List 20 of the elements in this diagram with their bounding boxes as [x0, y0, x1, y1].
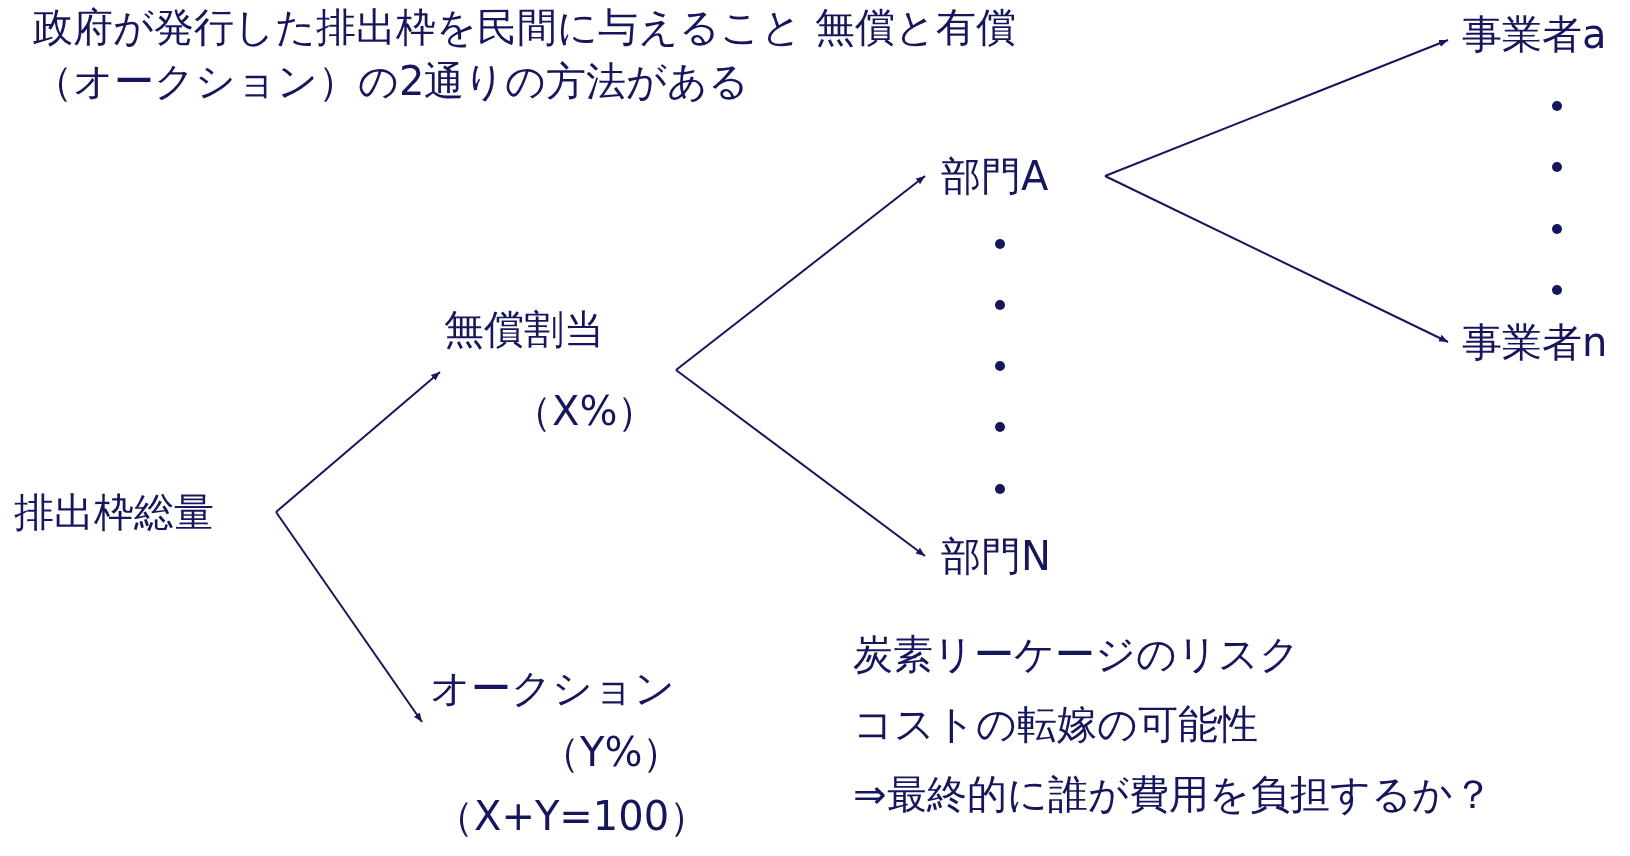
arrow — [1104, 175, 1449, 343]
arrow — [1104, 39, 1449, 177]
node-label: 事業者n — [1462, 318, 1608, 367]
note-text: ⇒最終的に誰が費用を負担するか？ — [853, 770, 1493, 819]
node-label: 部門A — [941, 152, 1049, 201]
note-text: コストの転嫁の可能性 — [853, 700, 1259, 749]
node-label: 事業者a — [1462, 10, 1607, 59]
node-label: （Y%） — [540, 728, 683, 777]
node-label: 部門N — [941, 532, 1051, 581]
title: 政府が発行した排出枠を民間に与えること 無償と有償（オークション）の2通りの方法がある — [33, 3, 1017, 106]
arrow — [675, 369, 926, 557]
node-label: （X%） — [512, 387, 658, 436]
arrow — [275, 371, 441, 513]
note-text: 炭素リーケージのリスク — [853, 630, 1301, 679]
node-label: （X+Y=100） — [434, 792, 710, 841]
node-label: 排出枠総量 — [14, 488, 214, 537]
arrow — [675, 175, 926, 371]
arrow — [275, 511, 423, 723]
node-label: オークション — [430, 664, 675, 713]
node-label: 無償割当 — [444, 305, 604, 354]
